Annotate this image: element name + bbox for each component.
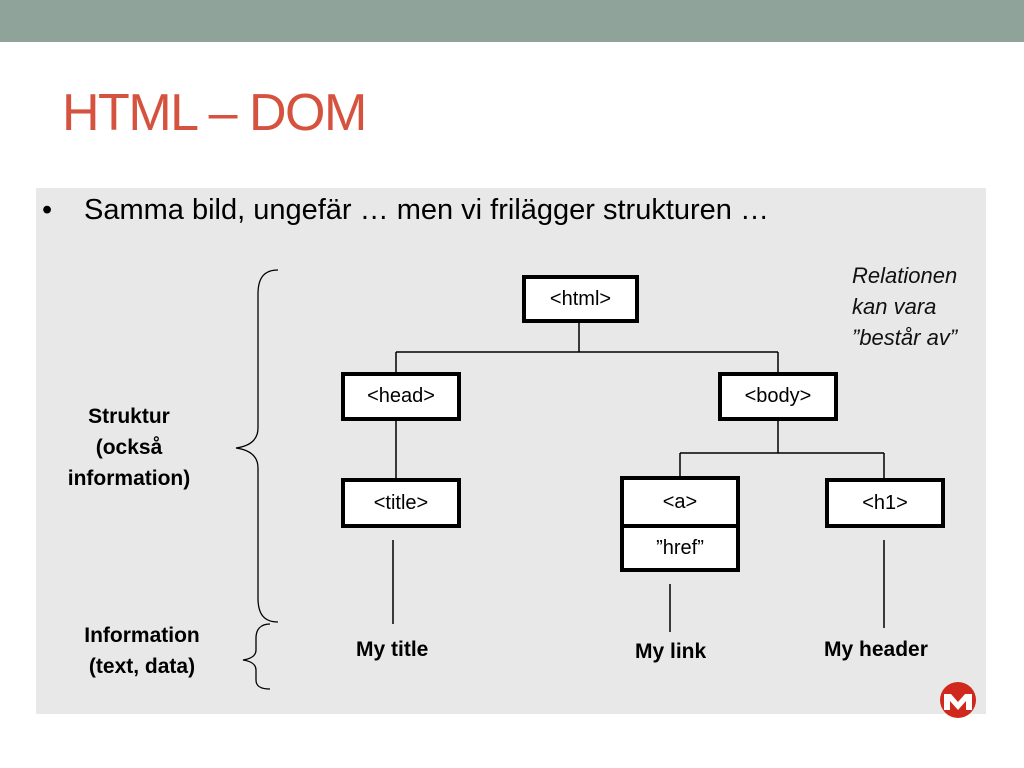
relation-note-line: Relationen xyxy=(852,263,958,288)
top-bar xyxy=(0,0,1024,42)
information-label-line: Information xyxy=(84,624,200,647)
node-body: <body> xyxy=(718,372,838,421)
relation-note-line: kan vara xyxy=(852,294,937,319)
node-a: <a> ”href” xyxy=(620,476,740,572)
structure-label: Struktur (också information) xyxy=(56,401,202,494)
node-a-tag: <a> xyxy=(662,490,698,513)
leaf-my-title: My title xyxy=(356,638,429,661)
structure-label-line: (också xyxy=(95,436,163,459)
structure-label-line: information) xyxy=(67,467,191,490)
slide-title: HTML – DOM xyxy=(62,84,367,142)
tree-connectors xyxy=(235,269,885,690)
node-html: <html> xyxy=(522,275,639,323)
node-title: <title> xyxy=(341,478,461,528)
information-label-line: (text, data) xyxy=(88,655,196,678)
relation-note: Relationen kan vara ”består av” xyxy=(852,260,957,353)
information-brace xyxy=(242,623,271,690)
node-head: <head> xyxy=(341,372,461,421)
relation-note-line: ”består av” xyxy=(852,325,958,350)
bullet-dot: • xyxy=(42,194,53,226)
university-logo-icon xyxy=(940,682,976,718)
structure-label-line: Struktur xyxy=(88,405,170,428)
diagram-panel: • Samma bild, ungefär … men vi frilägger… xyxy=(36,188,986,718)
leaf-my-header: My header xyxy=(824,638,928,661)
logo-letter xyxy=(944,694,972,710)
leaf-my-link: My link xyxy=(635,640,707,663)
information-label: Information (text, data) xyxy=(66,620,218,682)
node-h1: <h1> xyxy=(825,478,945,528)
structure-brace xyxy=(235,269,279,623)
bullet-text: Samma bild, ungefär … men vi frilägger s… xyxy=(84,194,769,226)
node-a-href: ”href” xyxy=(624,524,736,568)
